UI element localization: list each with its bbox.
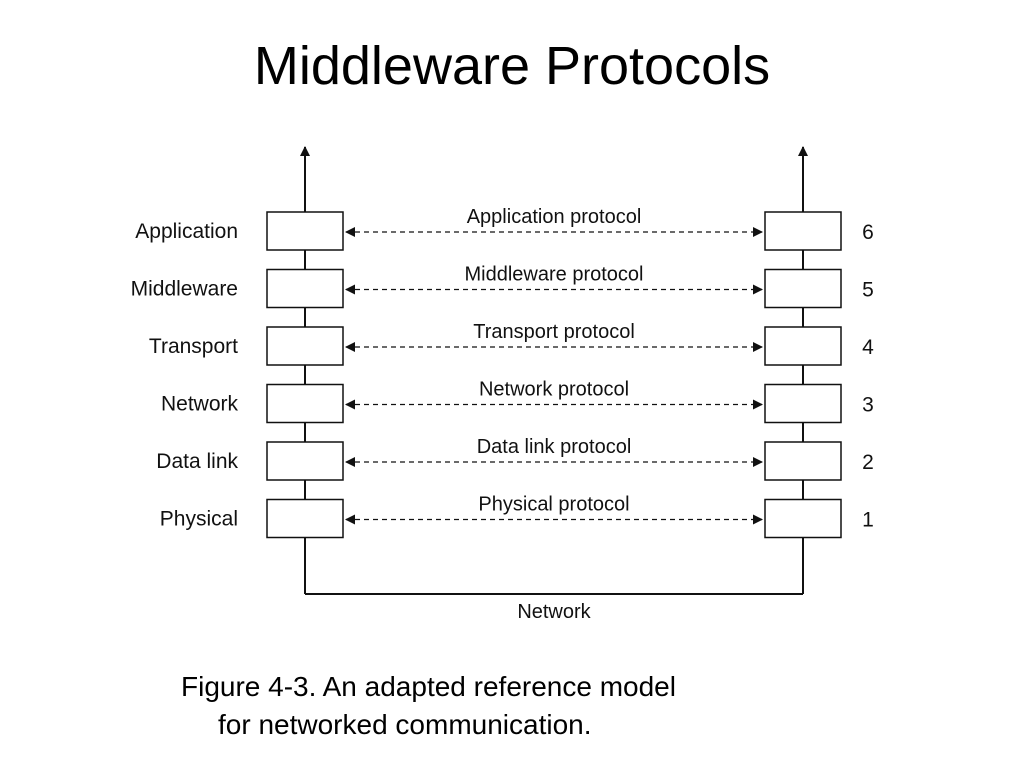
protocol-label-middleware: Middleware protocol bbox=[465, 264, 644, 286]
layer-label-physical: Physical bbox=[160, 508, 238, 531]
layer-number-6: 6 bbox=[862, 221, 874, 244]
layer-number-2: 2 bbox=[862, 451, 874, 474]
layer-number-3: 3 bbox=[862, 394, 874, 417]
caption-line-1: Figure 4-3. An adapted reference model bbox=[181, 671, 676, 702]
right-box-data-link bbox=[764, 441, 842, 481]
right-box-network bbox=[764, 383, 842, 424]
layer-label-transport: Transport bbox=[149, 335, 238, 358]
network-label: Network bbox=[517, 601, 591, 623]
protocol-label-physical: Physical protocol bbox=[478, 494, 629, 516]
right-box-middleware bbox=[764, 268, 842, 309]
caption-line-2: for networked communication. bbox=[218, 709, 592, 740]
right-box-transport bbox=[764, 326, 842, 366]
layer-label-middleware: Middleware bbox=[131, 278, 238, 301]
left-box-network bbox=[266, 383, 344, 424]
protocol-label-transport: Transport protocol bbox=[473, 321, 635, 343]
layer-label-data-link: Data link bbox=[156, 450, 238, 473]
layer-label-application: Application bbox=[135, 220, 238, 243]
layer-number-5: 5 bbox=[862, 279, 874, 302]
layer-label-network: Network bbox=[161, 393, 239, 416]
right-box-application bbox=[764, 211, 842, 251]
right-box-physical bbox=[764, 498, 842, 539]
left-box-middleware bbox=[266, 268, 344, 309]
protocol-label-application: Application protocol bbox=[467, 206, 642, 228]
protocol-label-data-link: Data link protocol bbox=[477, 436, 632, 458]
left-box-transport bbox=[266, 326, 344, 366]
protocol-label-network: Network protocol bbox=[479, 379, 629, 401]
layer-number-4: 4 bbox=[862, 336, 874, 359]
left-box-data-link bbox=[266, 441, 344, 481]
layer-number-1: 1 bbox=[862, 509, 874, 532]
left-box-application bbox=[266, 211, 344, 251]
slide-title: Middleware Protocols bbox=[253, 36, 771, 96]
left-box-physical bbox=[266, 498, 344, 539]
